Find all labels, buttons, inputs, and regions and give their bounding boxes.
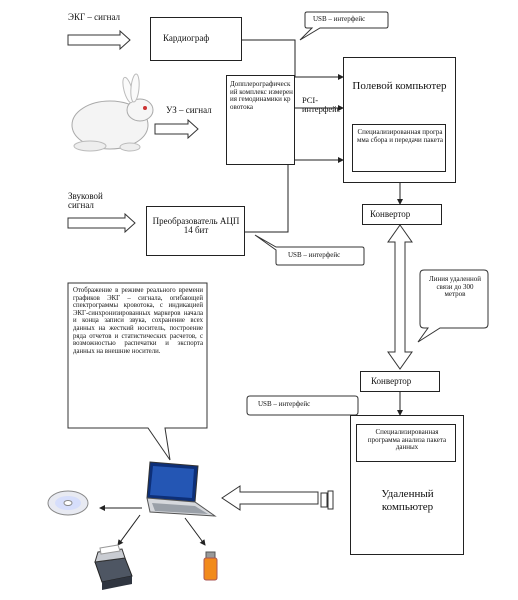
field-pc-box: Полевой компьютер Специализированная про… (343, 57, 456, 183)
cardio-usb-line (242, 39, 344, 80)
special-prog-box: Специализированная программа сбора и пер… (352, 124, 446, 172)
ekg-signal-label: ЭКГ – сигнал (68, 12, 121, 22)
doppler-label: Допплерографический комплекс измерения г… (230, 80, 293, 112)
line-label: Линия удаленной связи до 300 метров (428, 275, 482, 299)
field-pc-label: Полевой компьютер (352, 80, 447, 92)
laptop-usb-line (184, 517, 206, 546)
analysis-prog-box: Специализированная программа анализа пак… (356, 424, 456, 462)
printer-icon (94, 544, 133, 590)
link-double-arrow (387, 224, 413, 370)
converter-top-box: Конвертор (362, 204, 442, 225)
uz-signal-label: УЗ – сигнал (166, 105, 212, 115)
analysis-prog-label: Специализированная программа анализа пак… (367, 428, 447, 452)
sound-signal-label: Звуковой сигнал (68, 191, 103, 211)
adc-usb-line (245, 157, 344, 233)
cardiograph-label: Кардиограф (163, 33, 210, 43)
usb-stick-icon (203, 551, 218, 581)
converter-bottom-label: Конвертор (371, 376, 412, 386)
usb-bottom-label: USB – интерфейс (258, 400, 311, 408)
adc-box: Преобразователь АЦП 14 бит (146, 206, 245, 256)
special-prog-label: Специализированная программа сбора и пер… (357, 128, 443, 144)
usb-port-icon (320, 490, 334, 510)
laptop-printer-line (117, 514, 141, 546)
rabbit-icon (71, 73, 154, 152)
cd-icon (47, 490, 89, 516)
converter-bottom-box: Конвертор (360, 371, 440, 392)
line-callout (417, 269, 489, 343)
display-description: Отображение в режиме реального времени г… (73, 287, 203, 355)
adc-label: Преобразователь АЦП 14 бит (152, 216, 240, 236)
remote-to-laptop-arrow (221, 485, 319, 511)
remote-pc-label: Удаленный компьютер (381, 488, 434, 513)
uz-input-arrow (154, 118, 199, 140)
laptop-icon (146, 461, 217, 517)
doppler-box: Допплерографический комплекс измерения г… (226, 75, 295, 165)
sound-input-arrow (67, 212, 136, 234)
converter-top-label: Конвертор (370, 209, 411, 219)
usb-top-label: USB – интерфейс (313, 15, 366, 23)
usb-adc-label: USB – интерфейс (288, 251, 341, 259)
usb-top-callout (299, 11, 389, 41)
usb-adc-callout (254, 234, 365, 266)
remote-pc-box: Специализированная программа анализа пак… (350, 415, 464, 555)
display-callout (67, 282, 208, 461)
cardiograph-box: Кардиограф (150, 17, 242, 61)
ekg-input-arrow (67, 29, 131, 51)
pci-label: PCI- интерфейс (302, 95, 341, 114)
